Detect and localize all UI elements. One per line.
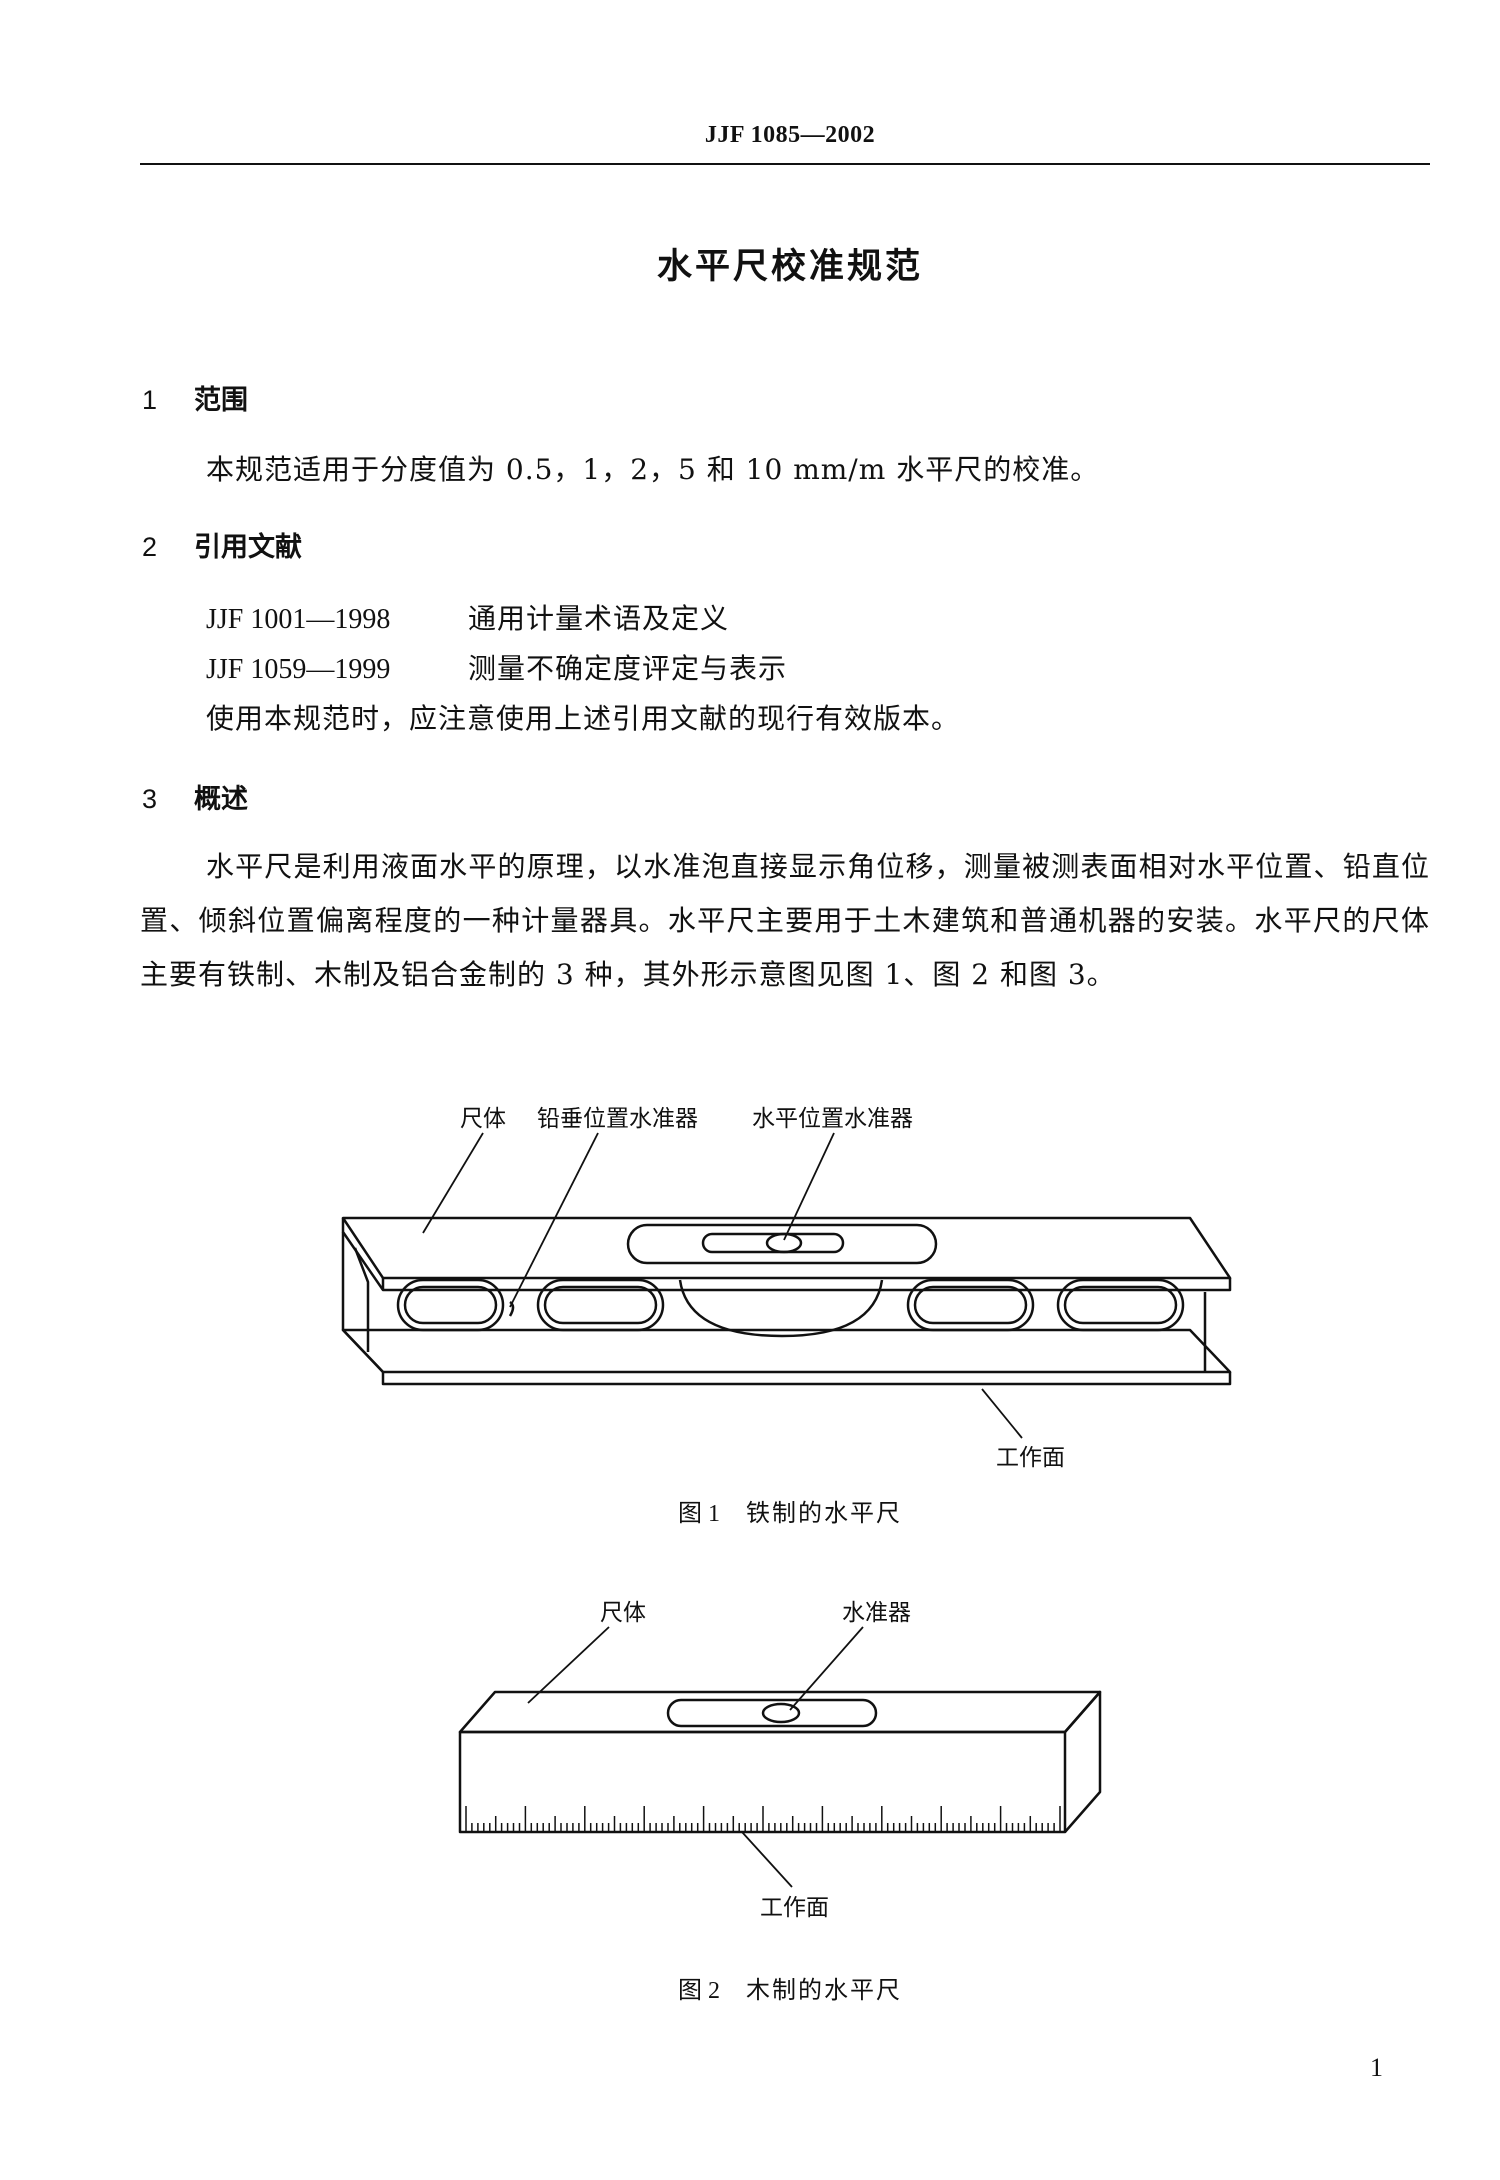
web-window (396, 1278, 505, 1332)
document-title: 水平尺校准规范 (656, 247, 923, 287)
bubble (761, 1702, 801, 1724)
leader-line-body (422, 1132, 484, 1234)
figure-2-caption: 图 2 木制的水平尺 (0, 1970, 1500, 2005)
left-web-inner (353, 1247, 370, 1352)
section-3-body: 水平尺是利用液面水平的原理，以水准泡直接显示角位移，测量被测表面相对水平位置、铅… (140, 850, 1430, 991)
section-number: 3 (142, 784, 158, 814)
horizontal-vial-window (626, 1223, 938, 1265)
label-vial: 水准器 (842, 1600, 911, 1626)
vertical-vial (508, 1300, 515, 1317)
web-window-inner (1063, 1285, 1178, 1325)
bubble (765, 1232, 803, 1254)
web-window (536, 1278, 665, 1332)
reference-note: 使用本规范时，应注意使用上述引用文献的现行有效版本。 (206, 702, 961, 735)
side-face (1064, 1690, 1102, 1833)
section-number: 2 (142, 532, 158, 562)
reference-item: JJF 1059—1999 测量不确定度评定与表示 (206, 647, 787, 687)
reference-code: JJF 1059—1999 (206, 654, 391, 685)
ruler-scale (465, 1806, 1061, 1832)
label-working-face: 工作面 (996, 1445, 1065, 1471)
section-1-body: 本规范适用于分度值为 0.5，1，2，5 和 10 mm/m 水平尺的校准。 (206, 453, 1100, 486)
section-1-heading: 1 范围 (142, 378, 248, 417)
label-working-face: 工作面 (760, 1895, 829, 1921)
bottom-flange-thickness (381, 1372, 1232, 1386)
figure-number: 图 1 (678, 1501, 720, 1527)
header-rule (140, 163, 1430, 165)
page-number: 1 (1370, 2053, 1383, 2082)
label-body: 尺体 (460, 1106, 506, 1132)
horizontal-vial-tube (701, 1232, 845, 1254)
section-title: 范围 (194, 385, 248, 416)
section-3-heading: 3 概述 (142, 777, 248, 816)
figure-title: 铁制的水平尺 (746, 1499, 902, 1527)
web-window-inner (913, 1285, 1028, 1325)
label-vertical-vial: 铅垂位置水准器 (537, 1106, 698, 1132)
figure-1-caption: 图 1 铁制的水平尺 (0, 1493, 1500, 1528)
web-window (1056, 1278, 1185, 1332)
section-title: 引用文献 (194, 532, 302, 563)
leader-line-body (527, 1626, 610, 1704)
reference-title: 测量不确定度评定与表示 (468, 652, 788, 685)
leader-line-working-face (981, 1388, 1023, 1439)
vial-window (666, 1698, 878, 1728)
leader-line-vertical-vial (509, 1132, 599, 1308)
figure-1-iron-level: 尺体 铅垂位置水准器 水平位置水准器 工作面 (341, 1106, 1232, 1471)
section-title: 概述 (194, 784, 248, 815)
figure-number: 图 2 (678, 1978, 720, 2004)
section-2-heading: 2 引用文献 (142, 525, 302, 564)
reference-item: JJF 1001—1998 通用计量术语及定义 (206, 597, 729, 637)
leader-line-vial (789, 1626, 864, 1711)
reference-code: JJF 1001—1998 (206, 604, 391, 635)
top-flange-thickness (341, 1218, 1232, 1292)
label-body: 尺体 (600, 1600, 646, 1626)
leader-line-working-face (741, 1831, 793, 1888)
web-window-inner (543, 1285, 658, 1325)
leader-line-horizontal-vial (783, 1132, 835, 1241)
figure-title: 木制的水平尺 (746, 1976, 902, 2004)
section-number: 1 (142, 385, 158, 415)
center-cutout (678, 1279, 884, 1338)
label-horizontal-vial: 水平位置水准器 (752, 1106, 913, 1132)
web-window-inner (403, 1285, 498, 1325)
standard-code-header: JJF 1085—2002 (704, 122, 876, 148)
reference-title: 通用计量术语及定义 (468, 602, 730, 635)
web-window (906, 1278, 1035, 1332)
